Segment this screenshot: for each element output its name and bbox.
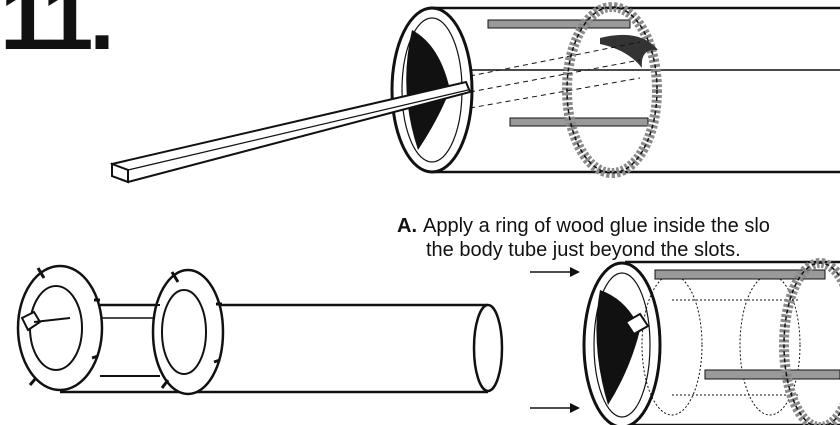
insert-arrow-bottom: [530, 403, 580, 413]
caption-line-1: Apply a ring of wood glue inside the slo: [423, 215, 770, 237]
caption-letter: A.: [397, 215, 417, 237]
engine-mount-illustration: [16, 264, 504, 396]
top-body-tube-illustration: [110, 2, 840, 184]
insert-arrow-top: [530, 267, 580, 277]
insertion-illustration: [530, 258, 840, 425]
caption-line-2: the body tube just beyond the slots.: [426, 239, 741, 261]
step-caption: A. Apply a ring of wood glue inside the s…: [397, 214, 840, 262]
step-number: 11.: [0, 0, 115, 69]
